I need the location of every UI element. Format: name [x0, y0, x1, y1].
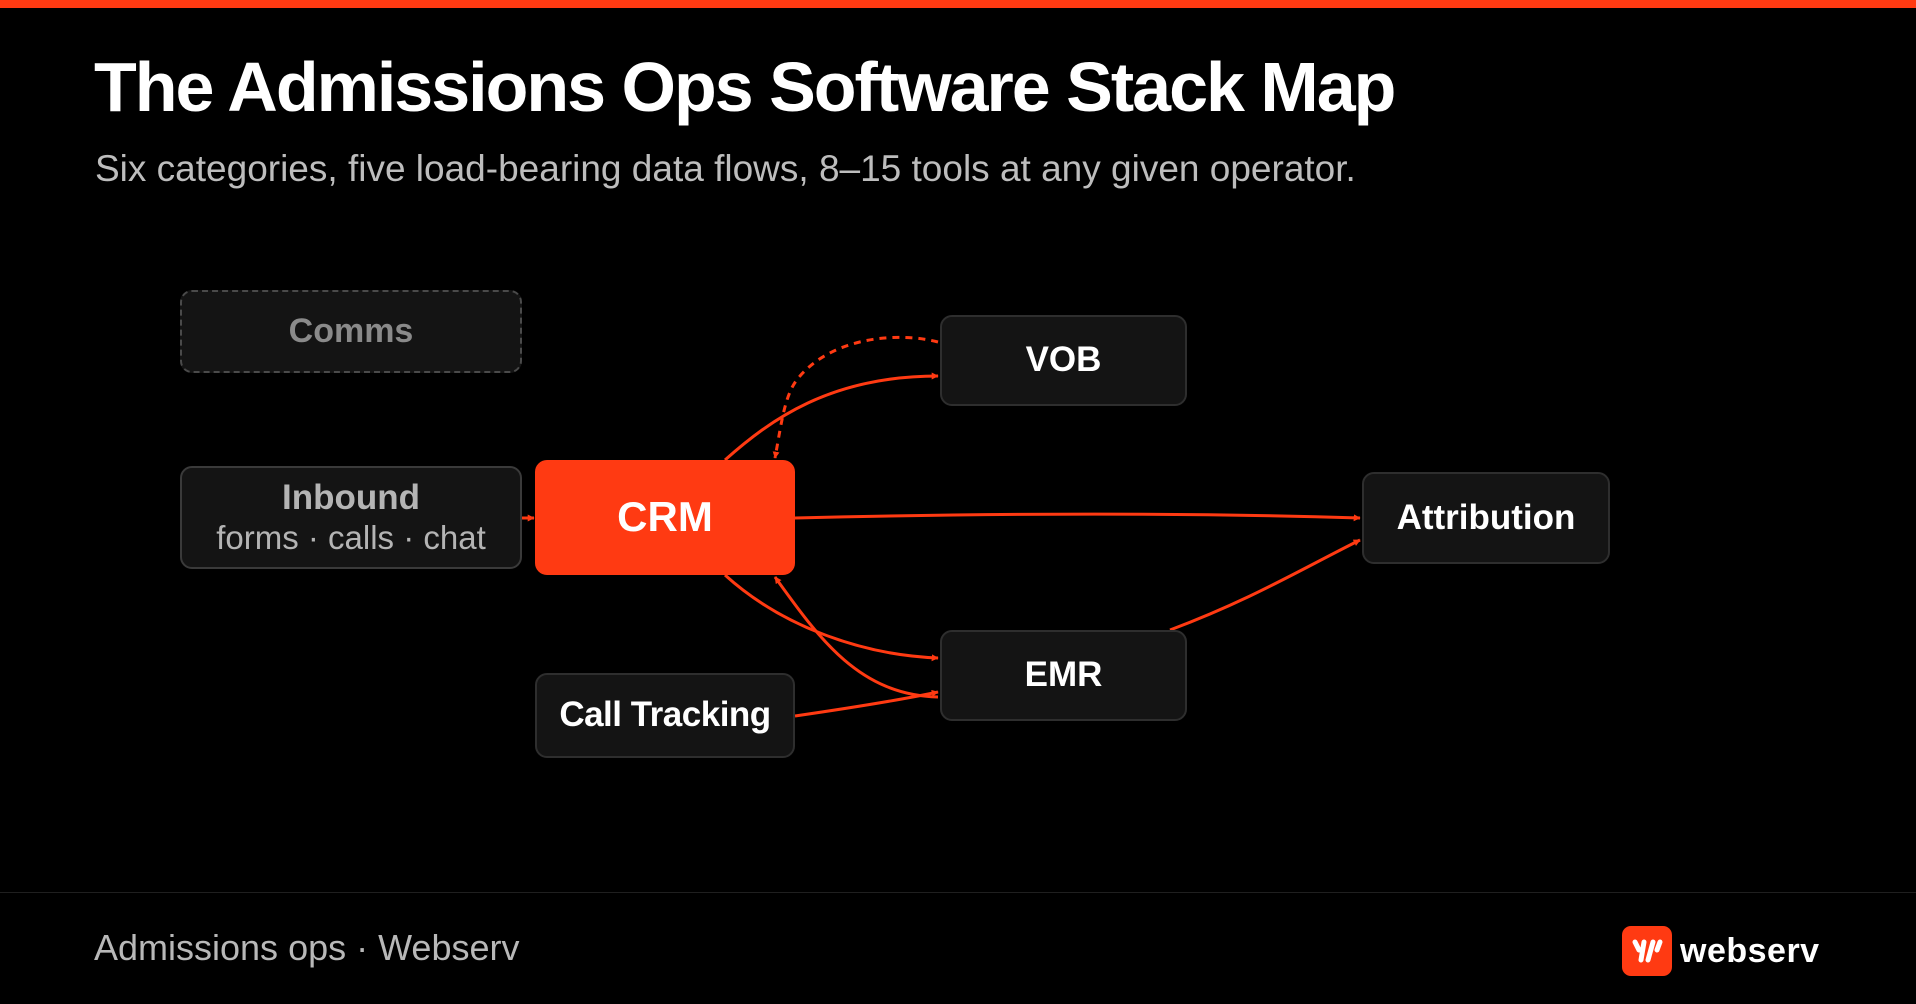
node-vob-label: VOB	[1025, 340, 1102, 380]
node-attribution: Attribution	[1362, 472, 1610, 564]
node-crm: CRM	[535, 460, 795, 575]
brand-lockup: webserv	[1622, 925, 1820, 977]
node-emr: EMR	[940, 630, 1187, 721]
node-call-tracking: Call Tracking	[535, 673, 795, 758]
page-subtitle: Six categories, five load-bearing data f…	[95, 148, 1356, 189]
logo-mark-icon	[1632, 939, 1663, 963]
node-comms: Comms	[180, 290, 522, 373]
node-comms-label: Comms	[288, 311, 414, 350]
brand-name: webserv	[1680, 932, 1820, 970]
flow-emr-to-attribution	[1169, 538, 1361, 632]
node-attribution-label: Attribution	[1396, 497, 1576, 537]
node-vob: VOB	[940, 315, 1187, 406]
top-accent-bar	[0, 0, 1916, 8]
node-crm-label: CRM	[617, 493, 713, 541]
footer-caption: Admissions ops · Webserv	[94, 927, 520, 968]
flow-crm-to-vob	[724, 372, 939, 462]
node-emr-label: EMR	[1024, 655, 1103, 695]
webserv-logo-icon	[1622, 926, 1672, 976]
page-title: The Admissions Ops Software Stack Map	[94, 48, 1396, 126]
flow-vob-to-crm-dashed	[772, 335, 939, 459]
node-inbound-label: Inbound	[281, 478, 420, 518]
flow-emr-to-crm	[773, 576, 939, 699]
node-inbound: Inbound forms · calls · chat	[180, 466, 522, 569]
node-inbound-sublabel: forms · calls · chat	[216, 518, 486, 556]
footer-divider	[0, 892, 1916, 893]
flow-crm-to-emr	[723, 573, 939, 662]
node-call-tracking-label: Call Tracking	[559, 695, 771, 735]
flow-crm-to-attribution	[794, 512, 1361, 522]
flow-calltracking-to-emr	[794, 689, 939, 718]
